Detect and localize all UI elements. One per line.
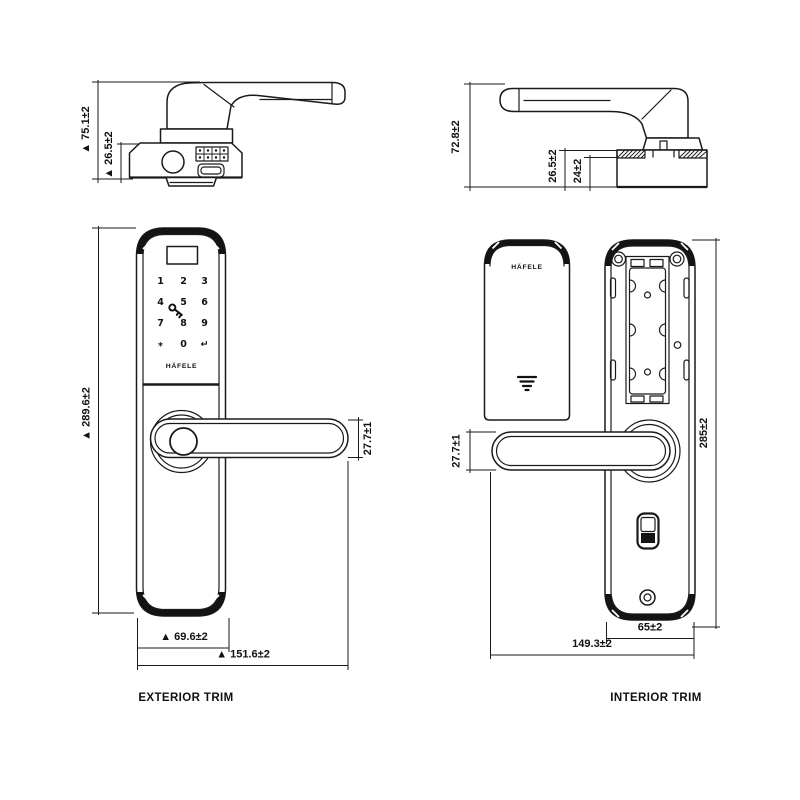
fixing-hole xyxy=(673,341,682,349)
exterior-handle[interactable] xyxy=(149,409,349,474)
thumbturn[interactable] xyxy=(636,512,660,550)
key-0[interactable]: 0 xyxy=(180,339,187,350)
hafele-logo-battery-cover: HÄFELE xyxy=(511,263,542,271)
dim-exterior-front-height: ▲ 289.6±2 xyxy=(81,387,93,441)
exterior-trim-label: EXTERIOR TRIM xyxy=(138,692,233,704)
dim-interior-total-width: 149.3±2 xyxy=(572,638,612,650)
exterior-side-dimensions: ▲ 75.1±2 ▲ 26.5±2 xyxy=(80,80,200,183)
cylinder-knob-profile xyxy=(161,150,185,174)
battery-cover: HÄFELE xyxy=(483,239,571,421)
dim-exterior-handle-height: 27.7±1 xyxy=(362,422,374,456)
dim-interior-front-height: 285±2 xyxy=(698,418,710,449)
exterior-trim-front-view: 1 2 3 4 5 6 7 8 9 * 0 ↵ HÄFELE xyxy=(81,226,374,670)
exterior-base-foot xyxy=(165,176,218,187)
key-icon xyxy=(168,303,183,319)
side-slots xyxy=(609,277,690,381)
key-2[interactable]: 2 xyxy=(180,276,187,287)
dim-interior-handle-height: 27.7±1 xyxy=(451,434,463,468)
key-enter[interactable]: ↵ xyxy=(201,339,209,350)
slide-arrow-icon xyxy=(516,375,538,392)
dim-interior-base-height: 26.5±2 xyxy=(547,149,559,183)
exterior-side-view: ▲ 75.1±2 ▲ 26.5±2 xyxy=(80,80,346,187)
key-8[interactable]: 8 xyxy=(180,318,187,329)
exterior-lever-collar xyxy=(159,128,234,144)
reader-detail xyxy=(195,146,229,178)
interior-handle-bar[interactable] xyxy=(491,431,671,471)
exterior-body-inner-line xyxy=(142,233,220,611)
key-4[interactable]: 4 xyxy=(157,297,164,308)
mounting-plate-hatch xyxy=(616,149,708,159)
dim-exterior-base-height: ▲ 26.5±2 xyxy=(103,131,115,179)
battery-compartment xyxy=(625,255,670,405)
hafele-logo-exterior: HÄFELE xyxy=(166,362,197,370)
interior-lever-collar xyxy=(642,137,704,151)
dim-interior-total-height: 72.8±2 xyxy=(450,120,462,154)
interior-base-profile xyxy=(616,149,708,188)
exterior-front-dimensions: ▲ 289.6±2 27.7±1 ▲ 69.6±2 ▲ 151.6±2 xyxy=(81,226,374,670)
key-1[interactable]: 1 xyxy=(157,276,164,287)
key-cylinder xyxy=(169,427,198,456)
interior-trim-front-view: HÄFELE xyxy=(451,238,720,659)
keypad: 1 2 3 4 5 6 7 8 9 * 0 ↵ xyxy=(157,276,208,352)
interior-trim-label: INTERIOR TRIM xyxy=(610,692,701,704)
interior-plate xyxy=(604,239,696,621)
interior-side-view: 72.8±2 26.5±2 24±2 xyxy=(450,82,708,191)
interior-front-dimensions: 285±2 27.7±1 65±2 149.3±2 xyxy=(451,238,720,659)
screw-hole-bottom xyxy=(639,589,656,606)
dim-exterior-body-width: ▲ 69.6±2 xyxy=(160,631,208,643)
dim-interior-body-width: 65±2 xyxy=(638,622,662,634)
key-star[interactable]: * xyxy=(158,341,163,352)
dim-exterior-total-height: ▲ 75.1±2 xyxy=(80,106,92,154)
key-6[interactable]: 6 xyxy=(201,297,208,308)
key-9[interactable]: 9 xyxy=(201,318,208,329)
key-5[interactable]: 5 xyxy=(180,297,187,308)
key-7[interactable]: 7 xyxy=(157,318,164,329)
interior-side-dimensions: 72.8±2 26.5±2 24±2 xyxy=(450,82,620,191)
dim-exterior-total-width: ▲ 151.6±2 xyxy=(216,649,270,661)
interior-handle[interactable] xyxy=(491,419,681,483)
interior-lever-profile xyxy=(499,87,689,139)
exterior-handle-bar[interactable] xyxy=(149,418,349,459)
display-window xyxy=(166,245,199,265)
exterior-lever-profile xyxy=(166,81,346,130)
screw-hole-top-right xyxy=(669,251,685,267)
dim-interior-plate-height: 24±2 xyxy=(572,159,584,183)
key-3[interactable]: 3 xyxy=(201,276,208,287)
